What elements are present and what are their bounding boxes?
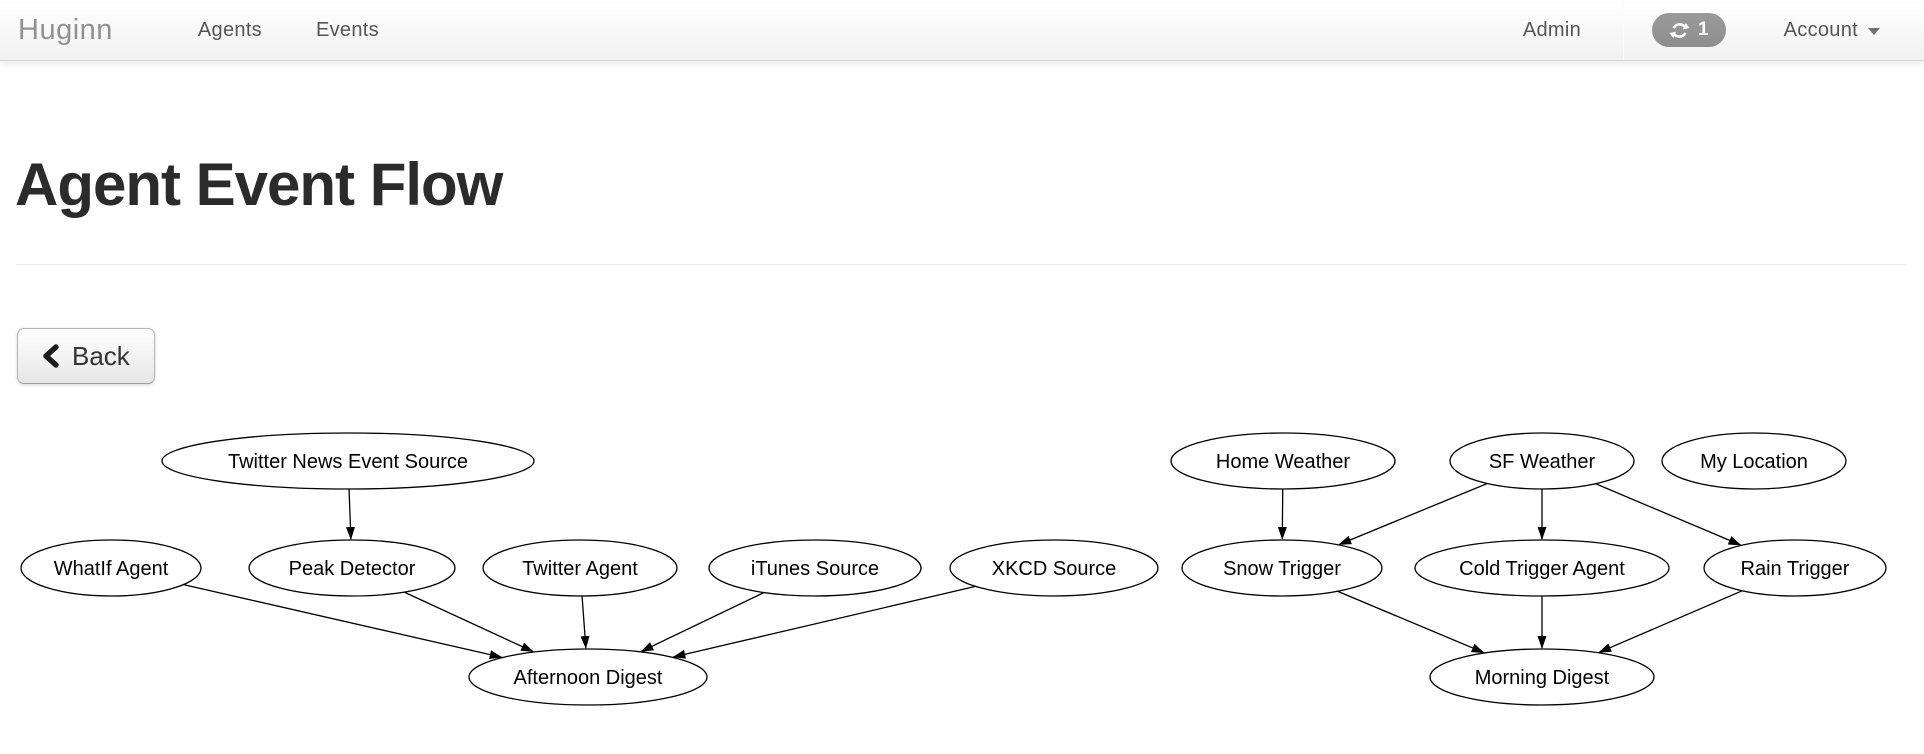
graph-node-label: Twitter Agent	[522, 558, 638, 580]
graph-node-afternoon-digest: Afternoon Digest	[468, 648, 708, 706]
graph-edge-snow-trigger-to-morning-digest	[1337, 590, 1485, 654]
graph-node-twitter-agent: Twitter Agent	[482, 539, 678, 597]
caret-down-icon	[1868, 27, 1880, 35]
graph-node-home-weather: Home Weather	[1170, 432, 1396, 490]
graph-node-snow-trigger: Snow Trigger	[1181, 539, 1383, 597]
graph-node-label: My Location	[1700, 451, 1808, 473]
page-title: Agent Event Flow	[15, 151, 503, 218]
graph-node-xkcd-source: XKCD Source	[949, 539, 1159, 597]
graph-node-label: Twitter News Event Source	[228, 451, 468, 473]
graph-edge-rain-trigger-to-morning-digest	[1598, 590, 1743, 653]
graph-edge-itunes-source-to-afternoon-digest	[640, 591, 765, 653]
nav-item-events[interactable]: Events	[315, 18, 379, 41]
navbar-divider	[1623, 0, 1625, 60]
title-divider	[16, 264, 1906, 265]
graph-node-label: WhatIf Agent	[54, 558, 169, 580]
graph-node-peak-detector: Peak Detector	[248, 539, 456, 597]
graph-node-morning-digest: Morning Digest	[1429, 648, 1655, 706]
top-navbar: Huginn Agents Events Admin 1 Account	[0, 0, 1924, 61]
event-count-badge[interactable]: 1	[1652, 13, 1726, 47]
graph-node-cold-trigger-agent: Cold Trigger Agent	[1414, 539, 1670, 597]
back-button[interactable]: Back	[17, 328, 155, 384]
graph-node-label: Morning Digest	[1475, 667, 1610, 689]
graph-edge-peak-detector-to-afternoon-digest	[403, 591, 534, 653]
graph-node-sf-weather: SF Weather	[1449, 432, 1635, 490]
graph-node-label: Home Weather	[1216, 451, 1350, 473]
nav-item-admin[interactable]: Admin	[1522, 18, 1582, 41]
graph-node-rain-trigger: Rain Trigger	[1703, 539, 1887, 597]
event-count: 1	[1698, 19, 1709, 40]
graph-edges	[183, 482, 1743, 659]
graph-node-label: Cold Trigger Agent	[1459, 558, 1625, 580]
refresh-icon	[1669, 20, 1690, 41]
graph-node-label: Peak Detector	[289, 558, 416, 580]
nav-item-agents[interactable]: Agents	[197, 18, 262, 41]
graph-node-label: XKCD Source	[992, 558, 1117, 580]
graph-edge-sf-weather-to-rain-trigger	[1595, 483, 1742, 546]
graph-node-label: Rain Trigger	[1741, 558, 1850, 580]
graph-node-twitter-news-event-source: Twitter News Event Source	[161, 432, 535, 490]
brand-link[interactable]: Huginn	[18, 13, 113, 46]
graph-edge-twitter-news-event-source-to-peak-detector	[345, 488, 355, 541]
graph-node-label: iTunes Source	[751, 558, 879, 580]
graph-node-label: Afternoon Digest	[514, 667, 663, 689]
graph-edge-whatif-agent-to-afternoon-digest	[183, 583, 503, 659]
graph-node-label: Snow Trigger	[1223, 558, 1341, 580]
graph-node-whatif-agent: WhatIf Agent	[20, 539, 202, 597]
chevron-left-icon	[42, 344, 59, 368]
graph-edge-twitter-agent-to-afternoon-digest	[580, 595, 590, 650]
graph-edge-xkcd-source-to-afternoon-digest	[672, 585, 976, 659]
account-menu[interactable]: Account	[1760, 19, 1904, 42]
graph-node-my-location: My Location	[1661, 432, 1847, 490]
graph-edge-sf-weather-to-snow-trigger	[1338, 482, 1488, 546]
back-button-label: Back	[72, 340, 130, 371]
navbar-right-section: Admin 1 Account	[1499, 0, 1904, 60]
graph-node-label: SF Weather	[1489, 451, 1596, 473]
graph-node-itunes-source: iTunes Source	[708, 539, 922, 597]
account-label: Account	[1783, 18, 1858, 41]
